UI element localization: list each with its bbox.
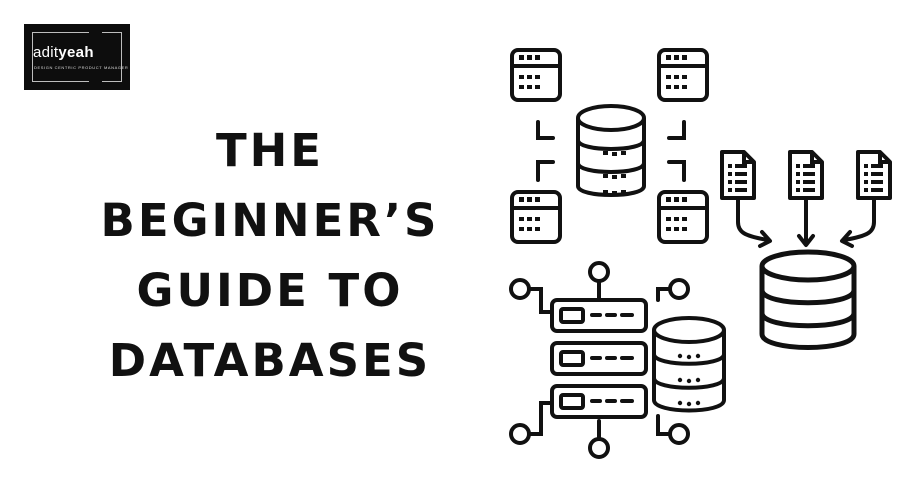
server-rack-database-icon xyxy=(509,261,726,459)
logo-wordmark: adityeah xyxy=(33,44,94,61)
logo-highlight: yeah xyxy=(58,44,94,61)
logo-frame xyxy=(102,32,122,82)
logo-prefix: adit xyxy=(33,44,59,61)
title-line: THE xyxy=(215,124,325,177)
title-line: GUIDE TO xyxy=(136,264,404,317)
documents-to-database-icon xyxy=(720,150,892,350)
database-network-icon xyxy=(510,48,709,244)
brand-logo: adityeah DESIGN CENTRIC PRODUCT MANAGER xyxy=(24,24,130,90)
page-title: THE BEGINNER’S GUIDE TO DATABASES xyxy=(60,116,480,396)
logo-tagline: DESIGN CENTRIC PRODUCT MANAGER xyxy=(34,65,129,70)
title-line: DATABASES xyxy=(108,334,432,387)
title-line: BEGINNER’S xyxy=(100,194,440,247)
logo-frame xyxy=(32,32,89,82)
